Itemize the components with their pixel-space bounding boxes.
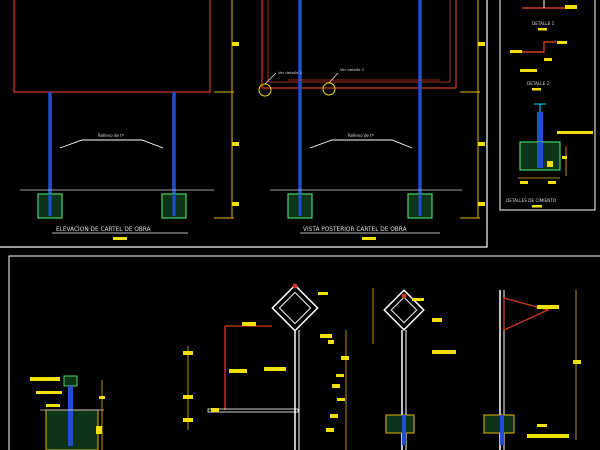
details-panel: DETALLE 1 DETALLE 2 DETALLES DE CIMIENTO bbox=[506, 0, 593, 208]
scale-tag bbox=[113, 237, 127, 240]
pole-bracket-elevation bbox=[483, 290, 581, 450]
foundation-right bbox=[161, 193, 187, 219]
detail-2-label: DETALLE 2 bbox=[527, 81, 550, 86]
weld-detail-marker-1 bbox=[258, 83, 272, 97]
scale-tag bbox=[362, 237, 376, 240]
svg-text:Relleno de tº: Relleno de tº bbox=[348, 133, 374, 138]
svg-text:Ver detalle 1: Ver detalle 1 bbox=[278, 70, 303, 75]
sign-board-outline bbox=[13, 0, 211, 93]
foundation-section bbox=[30, 375, 105, 450]
lower-detail-sheet bbox=[30, 283, 581, 450]
svg-text:Ver detalle 2: Ver detalle 2 bbox=[340, 67, 365, 72]
detail-1-label: DETALLE 1 bbox=[532, 21, 555, 26]
fill-callout: Relleno de tº bbox=[98, 133, 124, 138]
lower-sheet-frame bbox=[8, 255, 600, 450]
details-sheet-frame bbox=[499, 0, 596, 211]
view-title: VISTA POSTERIOR CARTEL DE OBRA bbox=[303, 227, 407, 233]
upper-sheet-frame bbox=[0, 0, 488, 248]
detail-2-drawing bbox=[514, 41, 556, 53]
side-profile-view bbox=[207, 283, 349, 450]
view-title: ELEVACION DE CARTEL DE OBRA bbox=[56, 227, 151, 233]
foundation-detail-label: DETALLES DE CIMIENTO bbox=[506, 198, 557, 203]
rear-elevation-view: Ver detalle 1 Ver detalle 2 Relleno de t… bbox=[258, 0, 485, 240]
front-elevation-view: Relleno de tº ELEVACION DE CARTEL DE OBR… bbox=[13, 0, 239, 240]
diamond-sign-elevation bbox=[372, 288, 456, 450]
foundation-left bbox=[37, 193, 63, 219]
weld-detail-marker-2 bbox=[322, 82, 336, 96]
fill-leader bbox=[59, 139, 164, 149]
